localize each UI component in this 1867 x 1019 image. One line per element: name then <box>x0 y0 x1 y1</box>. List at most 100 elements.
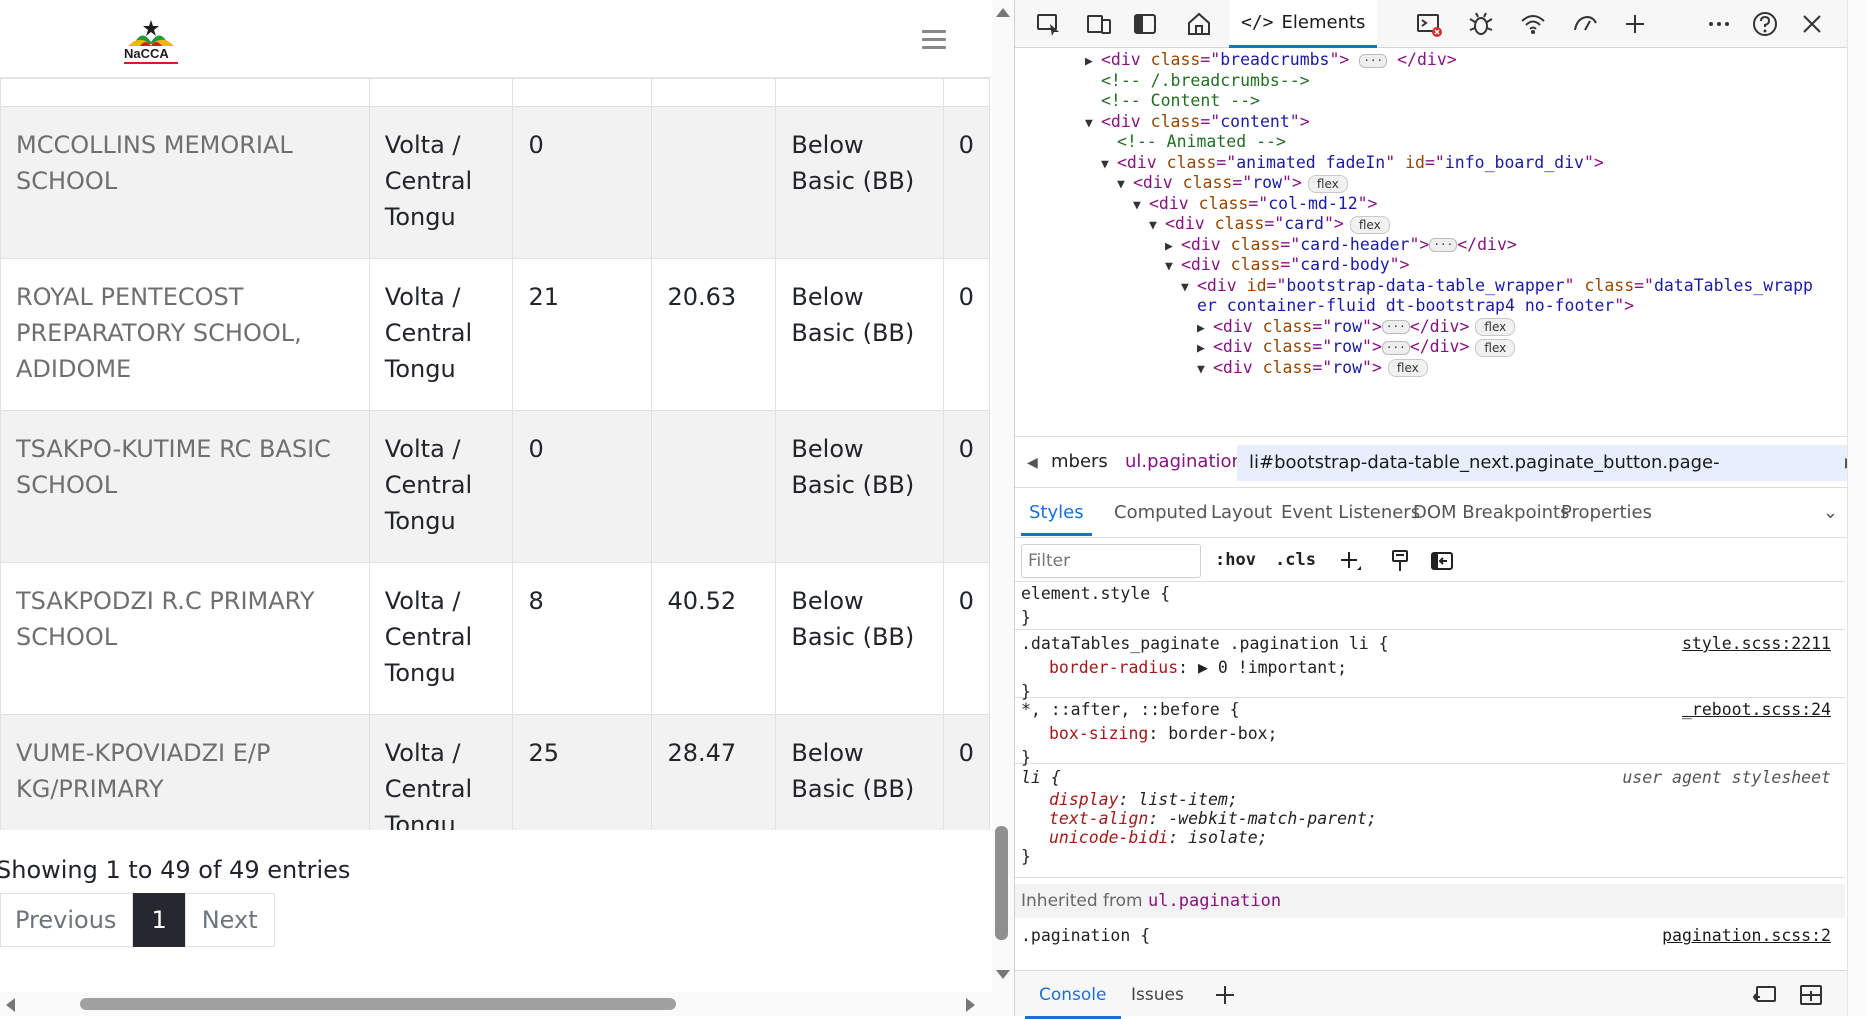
rule-close-brace: } <box>1021 608 1031 627</box>
new-rule-plus-icon[interactable] <box>1337 548 1363 574</box>
more-options-icon[interactable] <box>1705 10 1733 38</box>
dom-node[interactable]: ▼<div class="card-body"> <box>1165 255 1410 274</box>
paint-brush-icon[interactable] <box>1387 548 1413 574</box>
tab-computed[interactable]: Computed <box>1114 502 1208 523</box>
css-declaration[interactable]: text-align: -webkit-match-parent; <box>1049 809 1377 828</box>
page-1-button[interactable]: 1 <box>133 893 185 947</box>
toggle-drawer-icon[interactable] <box>1797 981 1825 1009</box>
drawer-tab-issues[interactable]: Issues <box>1131 985 1184 1005</box>
flex-badge[interactable]: flex <box>1475 318 1516 336</box>
tab-properties[interactable]: Properties <box>1561 502 1652 523</box>
style-rule[interactable]: element.style { } <box>1015 582 1845 630</box>
device-emulation-icon[interactable] <box>1085 10 1113 38</box>
page-scroll-thumb[interactable] <box>995 826 1008 940</box>
dom-node-continuation[interactable]: er container-fluid dt-bootstrap4 no-foot… <box>1197 296 1635 315</box>
rule-source-link[interactable]: _reboot.scss:24 <box>1681 700 1831 719</box>
rule-selector[interactable]: .pagination { <box>1021 926 1151 945</box>
rule-source-link[interactable]: pagination.scss:2 <box>1662 926 1831 945</box>
help-icon[interactable] <box>1751 10 1779 38</box>
horizontal-scroll-thumb[interactable] <box>80 998 676 1010</box>
crumb-item[interactable]: ul.pagination <box>1125 451 1243 472</box>
dom-node[interactable]: ▶<div class="card-header">···</div> <box>1165 234 1517 254</box>
close-devtools-icon[interactable] <box>1798 10 1826 38</box>
chevron-down-icon[interactable]: ⌄ <box>1823 502 1839 523</box>
previous-page-button[interactable]: Previous <box>0 893 134 947</box>
extra-cell: 0 <box>942 410 990 563</box>
welcome-home-icon[interactable] <box>1185 10 1213 38</box>
flex-badge[interactable]: flex <box>1307 174 1348 193</box>
crumb-item-active[interactable]: li#bootstrap-data-table_next.paginate_bu… <box>1237 445 1867 509</box>
console-tab-icon[interactable] <box>1415 10 1443 38</box>
css-declaration[interactable]: box-sizing: border-box; <box>1049 724 1278 743</box>
dom-node[interactable]: ▼<div class="col-md-12"> <box>1133 193 1378 213</box>
extra-cell: 0 <box>942 106 990 259</box>
rule-selector[interactable]: *, ::after, ::before { <box>1021 700 1240 719</box>
style-rule[interactable]: .pagination { pagination.scss:2 <box>1015 924 1845 962</box>
tab-event-listeners[interactable]: Event Listeners <box>1281 502 1421 523</box>
scroll-down-icon[interactable] <box>996 970 1010 979</box>
dom-comment[interactable]: <!-- Animated --> <box>1117 132 1286 151</box>
dom-node[interactable]: ▼<div class="animated fadeIn" id="info_b… <box>1101 152 1604 172</box>
drawer-tab-console[interactable]: Console <box>1025 985 1120 1019</box>
tab-elements[interactable]: </> Elements <box>1229 0 1378 48</box>
page-vertical-scrollbar[interactable] <box>992 0 1014 1016</box>
dock-drawer-icon[interactable] <box>1751 981 1779 1009</box>
css-declaration[interactable]: border-radius: ▶ 0 !important; <box>1049 658 1348 677</box>
add-tool-plus-icon[interactable] <box>1621 10 1649 38</box>
tab-dom-breakpoints[interactable]: DOM Breakpoints <box>1413 502 1570 523</box>
css-declaration[interactable]: unicode-bidi: isolate; <box>1049 828 1268 847</box>
dom-node[interactable]: ▶<div class="row">···</div>flex <box>1197 335 1516 362</box>
flex-badge[interactable]: flex <box>1475 338 1516 357</box>
horizontal-scrollbar[interactable] <box>0 992 995 1016</box>
dom-node[interactable]: ▼<div class="row">flex <box>1117 171 1348 198</box>
styles-filter-input[interactable] <box>1021 544 1201 578</box>
dom-node[interactable]: ▶<div class="row">···</div>flex <box>1197 315 1516 342</box>
score-cell: 40.52 <box>651 562 777 715</box>
dom-node[interactable]: ▼<div class="content"> <box>1085 111 1310 131</box>
network-wifi-icon[interactable] <box>1519 10 1547 38</box>
scroll-left-icon[interactable] <box>6 998 15 1012</box>
inherited-element-link[interactable]: ul.pagination <box>1148 891 1282 911</box>
class-toggle-button[interactable]: .cls <box>1275 550 1316 570</box>
dom-node[interactable]: ▼<div class="card">flex <box>1149 212 1390 239</box>
dom-node[interactable]: ▼<div class="row">flex <box>1197 356 1428 383</box>
expand-triangle-icon[interactable]: ▶ <box>1198 658 1208 677</box>
tab-layout[interactable]: Layout <box>1211 502 1273 523</box>
styles-pane[interactable]: element.style { } .dataTables_paginate .… <box>1015 582 1845 962</box>
rule-close-brace: } <box>1021 748 1031 767</box>
dom-comment[interactable]: <!-- /.breadcrumbs--> <box>1101 70 1310 90</box>
performance-icon[interactable] <box>1571 10 1599 38</box>
rule-selector[interactable]: .dataTables_paginate .pagination li { <box>1021 634 1389 653</box>
logo-underline <box>124 62 178 64</box>
dom-node[interactable]: ▼<div id="bootstrap-data-table_wrapper" … <box>1181 275 1813 295</box>
crumb-item[interactable]: mbers <box>1051 451 1108 472</box>
nacca-logo[interactable]: NaCCA <box>122 18 180 64</box>
tab-styles[interactable]: Styles <box>1021 502 1092 536</box>
level-cell: Below Basic (BB) <box>775 258 944 411</box>
style-rule[interactable]: .dataTables_paginate .pagination li { st… <box>1015 632 1845 701</box>
toggle-sidebar-icon[interactable] <box>1429 548 1455 574</box>
style-rule[interactable]: *, ::after, ::before { _reboot.scss:24 b… <box>1015 698 1845 767</box>
add-drawer-tab-plus-icon[interactable] <box>1211 981 1239 1009</box>
scroll-up-icon[interactable] <box>996 8 1010 17</box>
hover-state-button[interactable]: :hov <box>1215 550 1256 570</box>
table-row: ROYAL PENTECOST PREPARATORY SCHOOL, ADID… <box>0 258 990 411</box>
table-row: MCCOLLINS MEMORIAL SCHOOL Volta / Centra… <box>0 106 990 259</box>
debugger-bug-icon[interactable] <box>1467 10 1495 38</box>
next-page-button[interactable]: Next <box>184 893 275 947</box>
flex-badge[interactable]: flex <box>1349 215 1390 234</box>
rule-selector[interactable]: element.style { <box>1021 584 1171 603</box>
dom-node[interactable]: ▶<div class="breadcrumbs"> ··· </div> <box>1085 50 1457 69</box>
hamburger-menu-icon[interactable] <box>922 30 946 50</box>
style-rule[interactable]: li { user agent stylesheet display: list… <box>1015 766 1845 878</box>
flex-badge[interactable]: flex <box>1387 359 1428 377</box>
inspect-element-icon[interactable] <box>1035 10 1063 38</box>
rule-selector[interactable]: li { <box>1021 768 1061 787</box>
crumb-scroll-left-icon[interactable]: ◀ <box>1027 455 1038 471</box>
css-declaration[interactable]: display: list-item; <box>1049 790 1238 809</box>
scroll-right-icon[interactable] <box>966 998 975 1012</box>
dom-comment[interactable]: <!-- Content --> <box>1101 91 1260 110</box>
rule-source-link[interactable]: style.scss:2211 <box>1681 634 1831 653</box>
dom-tree[interactable]: ▶<div class="breadcrumbs"> ··· </div> <!… <box>1015 48 1845 436</box>
dock-side-icon[interactable] <box>1131 10 1159 38</box>
